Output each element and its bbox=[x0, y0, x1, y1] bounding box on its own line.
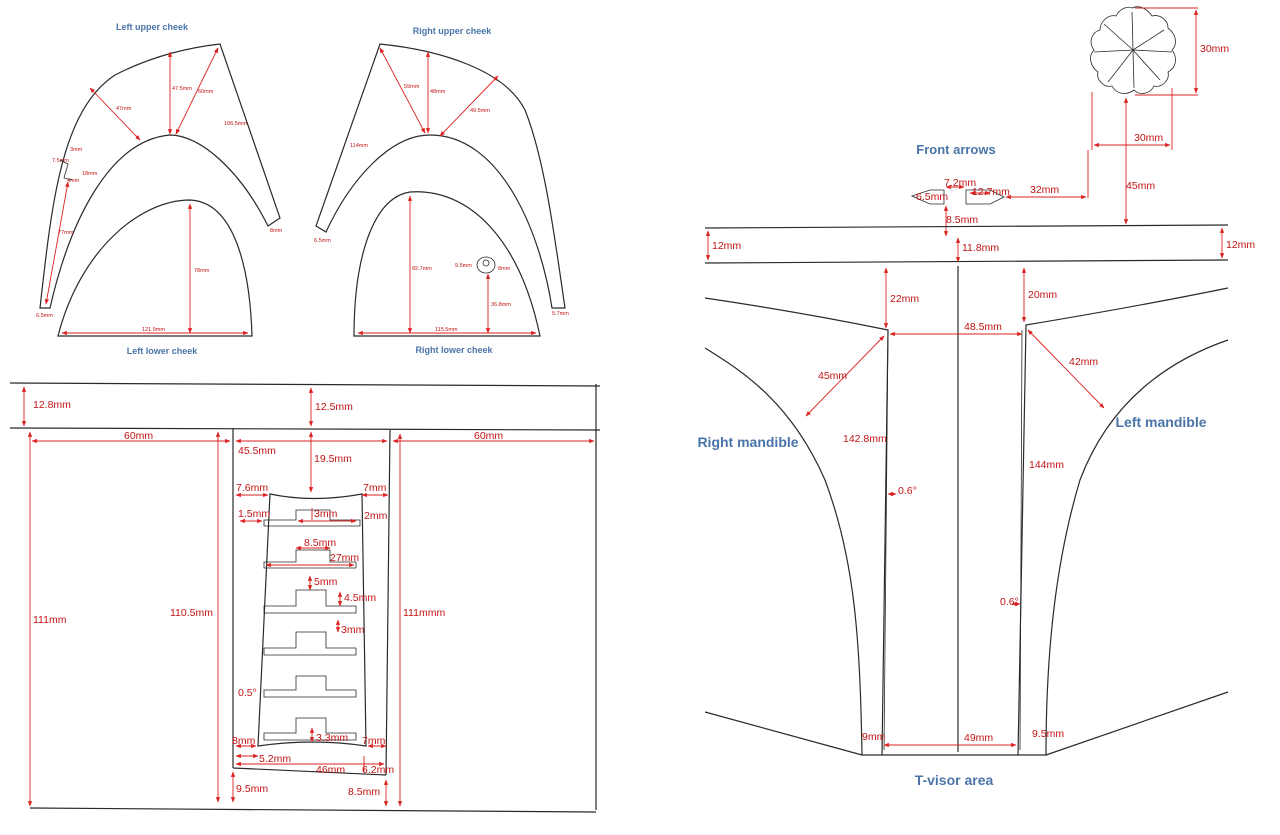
dim-ll-121: 121.9mm bbox=[142, 327, 165, 333]
dim-m-9: 9mm bbox=[862, 731, 886, 743]
dim-ll-78: 78mm bbox=[194, 268, 210, 274]
dim-m-32: 32mm bbox=[1030, 184, 1059, 196]
dim-m-30-horizontal: 30mm bbox=[1134, 132, 1163, 144]
dim-v-12-8: 12.8mm bbox=[33, 399, 71, 411]
dim-v-7b: 7mm bbox=[362, 735, 386, 747]
dim-ru-49-5: 49.5mm bbox=[470, 108, 490, 114]
dim-v-3b: 3mm bbox=[341, 624, 365, 636]
front-arrows-title: Front arrows bbox=[916, 142, 995, 157]
dim-m-0-6-a: 0.6° bbox=[898, 485, 917, 497]
dim-lu-77: 77mm bbox=[58, 230, 74, 236]
dim-rl-82-7: 82.7mm bbox=[412, 266, 432, 272]
dim-m-49: 49mm bbox=[964, 732, 993, 744]
dim-v-60-right: 60mm bbox=[474, 430, 503, 442]
left-upper-cheek-title: Left upper cheek bbox=[116, 22, 189, 32]
left-lower-cheek-outline bbox=[57, 199, 253, 337]
dim-m-20: 20mm bbox=[1028, 289, 1057, 301]
dim-m-45: 45mm bbox=[818, 370, 847, 382]
dim-m-142-8: 142.8mm bbox=[843, 433, 887, 445]
dim-v-0-5: 0.5° bbox=[238, 687, 257, 699]
dim-m-30-vertical: 30mm bbox=[1200, 43, 1229, 55]
right-lower-cheek-outline bbox=[353, 191, 541, 337]
flower-emblem bbox=[1090, 6, 1176, 94]
dim-v-9-5: 9.5mm bbox=[236, 783, 268, 795]
left-mandible-title: Left mandible bbox=[1115, 414, 1206, 430]
front-arrow-right bbox=[965, 189, 1005, 205]
dim-lu-47: 47mm bbox=[116, 106, 132, 112]
dim-m-0-6-b: 0.6° bbox=[1000, 596, 1019, 608]
left-mandible-outline bbox=[1017, 287, 1229, 756]
dim-v-6-2: 6.2mm bbox=[362, 764, 394, 776]
dim-m-42: 42mm bbox=[1069, 356, 1098, 368]
front-arrow-left bbox=[910, 189, 945, 205]
dim-v-8-5: 8.5mm bbox=[304, 537, 336, 549]
dim-v-19-5: 19.5mm bbox=[314, 453, 352, 465]
dim-m-9-5: 9.5mm bbox=[1032, 728, 1064, 740]
dim-m-8-5: 8.5mm bbox=[946, 214, 978, 226]
dim-v-3: 3mm bbox=[314, 508, 338, 520]
dim-v-111-right: 111mmm bbox=[403, 607, 445, 619]
dim-m-6-5: 6.5mm bbox=[916, 191, 948, 203]
dim-lu-47-5: 47.5mm bbox=[172, 86, 192, 92]
dim-v-110-5: 110.5mm bbox=[170, 607, 213, 619]
dim-v-27: 27mm bbox=[330, 552, 359, 564]
right-upper-cheek-outline bbox=[315, 43, 566, 309]
dim-ru-114: 114mm bbox=[350, 143, 368, 149]
dim-rl-36-8: 36.8mm bbox=[491, 302, 511, 308]
dim-m-12-7: 12.7mm bbox=[972, 186, 1010, 198]
dim-rl-8: 8mm bbox=[498, 266, 511, 272]
dim-v-1-5: 1.5mm bbox=[238, 508, 270, 520]
dim-m-7-2: 7.2mm bbox=[944, 177, 976, 189]
dim-lu-7-5: 7.5mm bbox=[52, 158, 69, 164]
dim-v-5: 5mm bbox=[314, 576, 338, 588]
dim-m-48-5: 48.5mm bbox=[964, 321, 1002, 333]
dim-rl-5-7: 5.7mm bbox=[552, 311, 569, 317]
dim-v-111-left: 111mm bbox=[33, 614, 67, 626]
dim-v-4-5: 4.5mm bbox=[344, 592, 376, 604]
dim-v-5-2: 5.2mm bbox=[259, 753, 291, 765]
visor-inner-panel bbox=[257, 493, 367, 747]
right-mandible-outline bbox=[704, 297, 889, 756]
dim-lu-3: 3mm bbox=[70, 147, 83, 153]
dim-m-12-right: 12mm bbox=[1226, 239, 1255, 251]
left-lower-cheek-title: Left lower cheek bbox=[127, 346, 199, 356]
dim-v-8-5b: 8.5mm bbox=[348, 786, 380, 798]
dim-lu-8: 8mm bbox=[270, 228, 283, 234]
cheek-panel: Left upper cheek Right upper cheek Left … bbox=[36, 22, 569, 356]
t-visor-area-title: T-visor area bbox=[915, 772, 994, 788]
dim-v-3-3: 3.3mm bbox=[316, 732, 348, 744]
dim-v-12-5: 12.5mm bbox=[315, 401, 353, 413]
dim-ru-6-5: 6.5mm bbox=[314, 238, 331, 244]
dim-m-12-left: 12mm bbox=[712, 240, 741, 252]
visor-panel: 12.8mm 12.5mm 60mm 45.5mm 60mm 19.5mm 7.… bbox=[9, 382, 601, 813]
dim-lu-106-5: 106.5mm bbox=[224, 121, 247, 127]
dim-v-8: 8mm bbox=[232, 735, 256, 747]
dim-rl-9-5: 9.5mm bbox=[455, 263, 472, 269]
dim-m-11-8: 11.8mm bbox=[962, 242, 999, 254]
right-lower-cheek-title: Right lower cheek bbox=[415, 345, 493, 355]
dim-m-45-top: 45mm bbox=[1126, 180, 1155, 192]
dim-lu-6-5: 6.5mm bbox=[36, 313, 53, 319]
dim-ru-48: 48mm bbox=[430, 89, 446, 95]
left-upper-cheek-outline bbox=[39, 43, 281, 309]
dim-v-7: 7mm bbox=[363, 482, 387, 494]
right-upper-cheek-title: Right upper cheek bbox=[413, 26, 493, 36]
dim-v-46: 46mm bbox=[316, 764, 345, 776]
dim-lu-4: 4mm bbox=[67, 178, 80, 184]
right-mandible-title: Right mandible bbox=[697, 434, 798, 450]
dim-m-22: 22mm bbox=[890, 293, 919, 305]
dim-rl-115-5: 115.5mm bbox=[435, 327, 458, 333]
dim-m-144: 144mm bbox=[1029, 459, 1064, 471]
dim-v-60-left: 60mm bbox=[124, 430, 153, 442]
mandible-panel: Front arrows Right mandible Left mandibl… bbox=[697, 6, 1255, 788]
dim-v-2: 2mm bbox=[364, 510, 388, 522]
dim-v-7-6: 7.6mm bbox=[236, 482, 268, 494]
dim-lu-18: 18mm bbox=[82, 171, 98, 177]
dim-ru-59: 59mm bbox=[404, 84, 420, 90]
dim-v-45-5: 45.5mm bbox=[238, 445, 276, 457]
dim-lu-60: 60mm bbox=[198, 89, 214, 95]
